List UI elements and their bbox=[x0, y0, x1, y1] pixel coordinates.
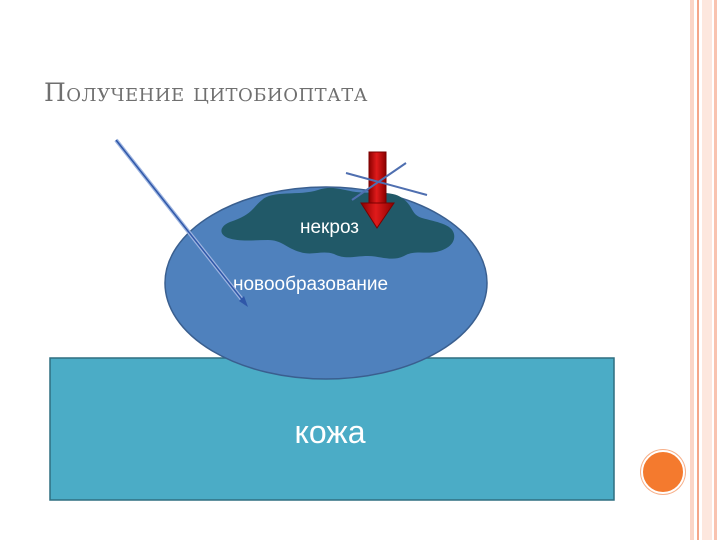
skin-label: кожа bbox=[295, 414, 366, 450]
cross-out-icon bbox=[345, 162, 428, 201]
necrosis-label: некроз bbox=[300, 217, 359, 238]
decorative-right-border bbox=[686, 0, 720, 540]
red-arrow-icon bbox=[360, 151, 395, 229]
necrosis-area bbox=[221, 187, 455, 259]
orange-circle-decoration bbox=[641, 450, 685, 494]
tumor-label: новообразование bbox=[233, 274, 388, 295]
slide-title: Получение цитобиоптата bbox=[44, 78, 368, 107]
needle-arrow-icon bbox=[114, 138, 248, 307]
